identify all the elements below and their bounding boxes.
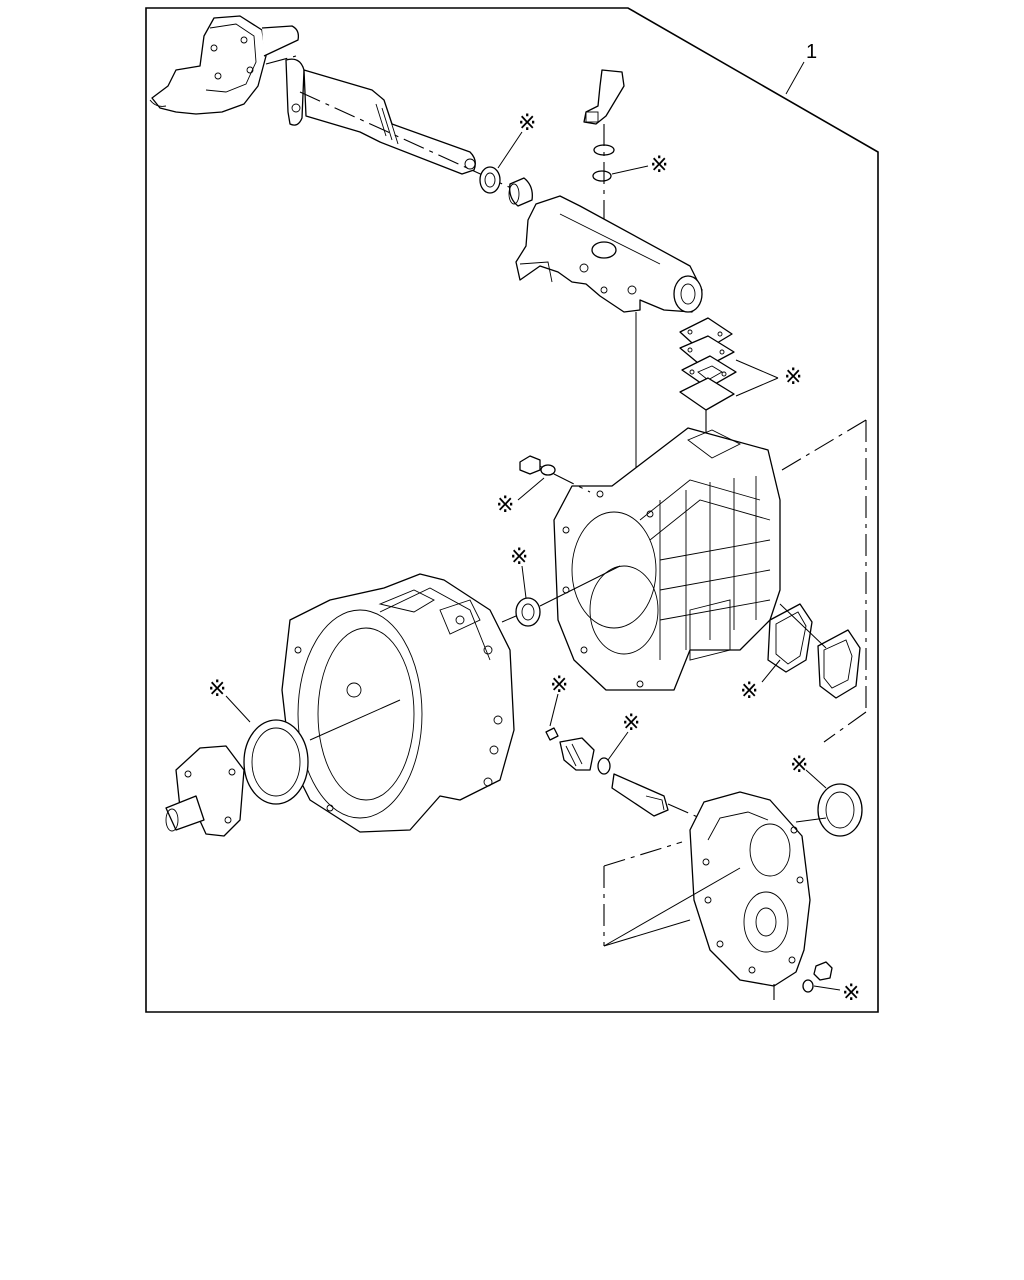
drain-plug-part [813, 961, 833, 981]
plug-part [545, 727, 559, 741]
marker-asterisk: ※ [496, 493, 514, 518]
markers-layer: ※ ※ ※ ※ ※ ※ ※ ※ ※ ※ ※ [208, 111, 860, 1006]
marker-asterisk: ※ [622, 711, 640, 736]
oil-seal-part [479, 166, 501, 194]
drain-plug-washer-part [802, 979, 814, 993]
side-cover-gasket-part [767, 603, 813, 673]
side-cover-part [817, 629, 861, 699]
cover-plate-gasket-stack [679, 317, 737, 411]
clutch-housing-part [281, 573, 515, 833]
assembly-frame [145, 7, 879, 1013]
transmission-case-part [553, 427, 781, 691]
assembly-callout-number: 1 [806, 41, 817, 63]
bushing-part [508, 177, 533, 207]
marker-asterisk: ※ [518, 111, 536, 136]
marker-asterisk: ※ [550, 673, 568, 698]
shift-shaft-part [285, 58, 476, 175]
marker-asterisk: ※ [842, 981, 860, 1006]
o-ring-part [597, 757, 611, 775]
marker-asterisk: ※ [784, 365, 802, 390]
marker-asterisk: ※ [790, 753, 808, 778]
marker-asterisk: ※ [510, 545, 528, 570]
marker-asterisk: ※ [740, 679, 758, 704]
extension-housing-part [689, 791, 811, 987]
lock-washer-part [592, 170, 612, 182]
shift-cover-part [149, 15, 300, 115]
switch-part [559, 737, 595, 771]
front-gasket-part [243, 719, 309, 805]
speedometer-sleeve-part [611, 773, 669, 817]
case-oil-seal-part [515, 597, 541, 627]
bracket-part [583, 69, 625, 125]
marker-asterisk: ※ [208, 677, 226, 702]
rear-oil-seal-part [817, 783, 863, 837]
marker-asterisk: ※ [650, 153, 668, 178]
shift-rail-housing-part [515, 195, 703, 313]
bearing-retainer-part [165, 745, 245, 837]
assembly-callout-leader [785, 61, 805, 95]
sealing-washer-part [540, 464, 556, 476]
